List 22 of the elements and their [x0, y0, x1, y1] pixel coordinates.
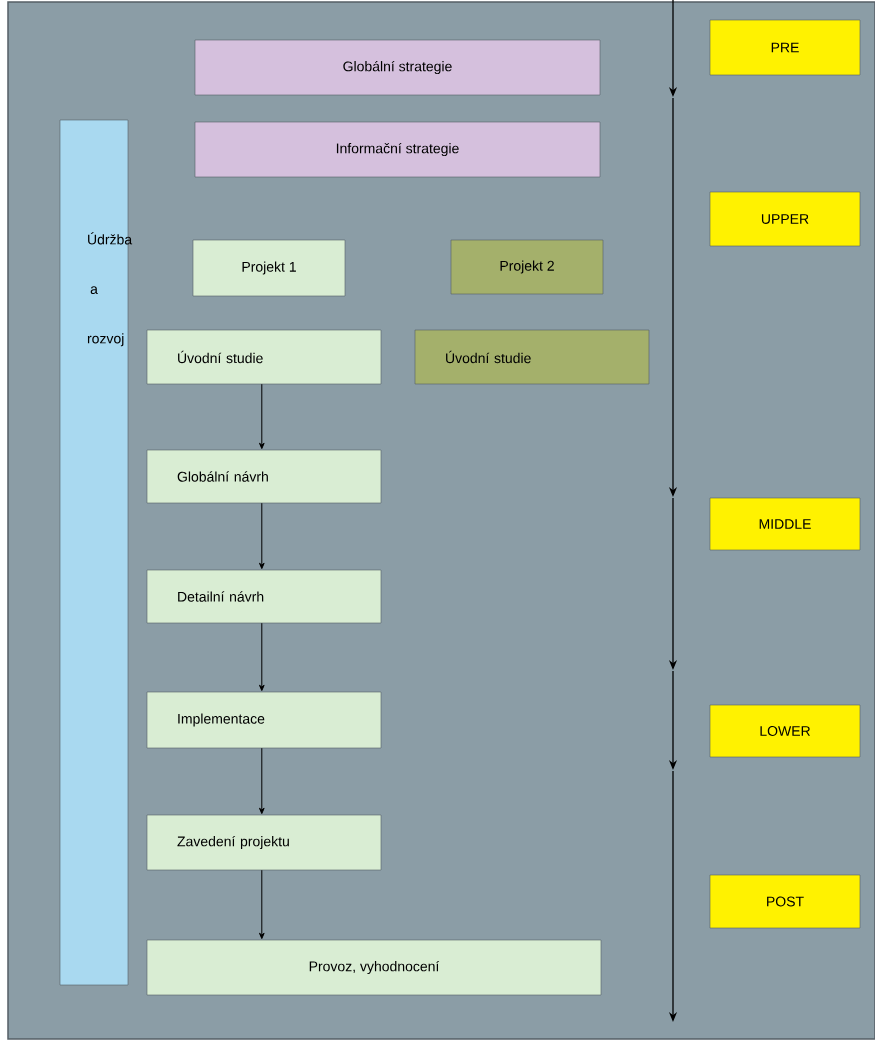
phase-box: Úvodní studie	[414, 329, 650, 385]
stage-label-box: POST	[709, 874, 861, 929]
phase-box: Implementace	[146, 691, 382, 749]
arrow	[258, 562, 265, 570]
stage-label-box: UPPER	[709, 191, 861, 247]
arrow	[258, 442, 265, 450]
phase-box: Provoz, vyhodnocení	[146, 939, 602, 996]
phase-box: Detailní návrh	[146, 569, 382, 624]
project-box: Projekt 2	[450, 239, 604, 295]
stage-label-box: LOWER	[709, 704, 861, 758]
project-box: Projekt 1	[192, 239, 346, 297]
arrow	[258, 684, 265, 692]
strategy-box: Globální strategie	[194, 39, 601, 96]
arrow	[258, 932, 265, 940]
strategy-box: Informační strategie	[194, 121, 601, 178]
stage-label-box: PRE	[709, 19, 861, 76]
phase-box: Zavedení projektu	[146, 814, 382, 871]
phase-box: Globální návrh	[146, 449, 382, 504]
phase-box: Úvodní studie	[146, 329, 382, 385]
maintenance-band: Údržba a rozvoj	[59, 119, 133, 986]
stage-label-box: MIDDLE	[709, 497, 861, 551]
arrow	[258, 807, 265, 815]
